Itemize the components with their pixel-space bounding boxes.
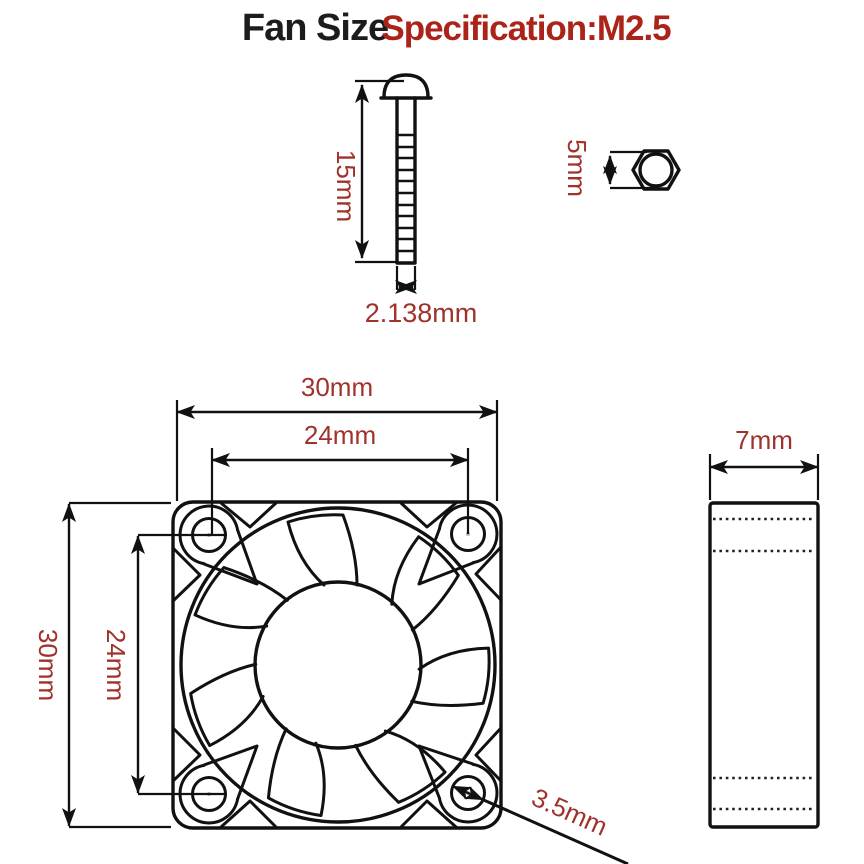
fan-hole-spacing-left-label: 24mm [101,629,131,701]
dim-depth: 7mm [708,425,820,500]
fan-blade [354,729,447,804]
screw-drawing: 15mm 2.138mm [331,73,478,328]
corner-strut [202,528,259,586]
screw-threads [397,133,415,253]
fan-blade [390,535,460,632]
corner-boss-arc [178,504,240,566]
fan-hole-spacing-top-label: 24mm [304,420,376,450]
corner-strut [417,527,475,586]
corner-boss-arc [178,763,240,825]
screw-diameter-label: 2.138mm [365,298,478,328]
fan-blade [410,646,491,707]
fan-blade [193,566,289,630]
corner-notch [171,726,278,829]
fan-blades [189,513,491,818]
page-title: Fan Size [242,7,388,49]
corner-boss-arc [437,762,499,824]
fan-ring [179,506,497,824]
corner-notch [399,501,503,602]
screw-length-dimension: 15mm [331,79,404,264]
fan-depth-label: 7mm [735,425,793,455]
fan-side-body [708,501,820,829]
title-specification: Specification:M2.5 [381,9,671,48]
dim-height-left: 30mm [33,501,171,829]
dim-hole-diameter: 3.5mm [451,782,629,864]
screw-head [379,73,433,100]
nut-height-label: 5mm [562,139,592,197]
fan-hole-diameter-label: 3.5mm [527,782,612,842]
title: Fan Size Specification:M2.5 [242,7,672,49]
dim-hole-spacing-top: 24mm [210,420,470,536]
nut-drawing: 5mm [562,139,681,197]
fan-height-label: 30mm [33,629,63,701]
fan-side-groove-lines [713,517,815,811]
corner-strut [202,744,259,801]
dim-width-top: 30mm [175,372,499,501]
screw-diameter-dimension: 2.138mm [365,266,478,328]
corner-boss-arc [437,503,499,565]
fan-side-view: 7mm [708,425,820,829]
nut-height-dimension: 5mm [562,139,653,197]
nut-bore [638,152,674,188]
screw-length-label: 15mm [331,150,361,222]
fan-front-view: 30mm 24mm 30mm 24mm 3.5mm [33,372,629,864]
corner-notch [171,501,278,603]
corner-notch [399,726,503,829]
corner-strut [417,744,475,800]
corner-details [171,501,503,829]
fan-blade [189,662,265,748]
fan-blade [286,513,359,587]
dim-hole-spacing-left: 24mm [101,533,227,796]
fan-hub [253,580,423,750]
fan-blade [266,727,326,818]
fan-frame [171,500,503,830]
fan-width-label: 30mm [301,372,373,402]
